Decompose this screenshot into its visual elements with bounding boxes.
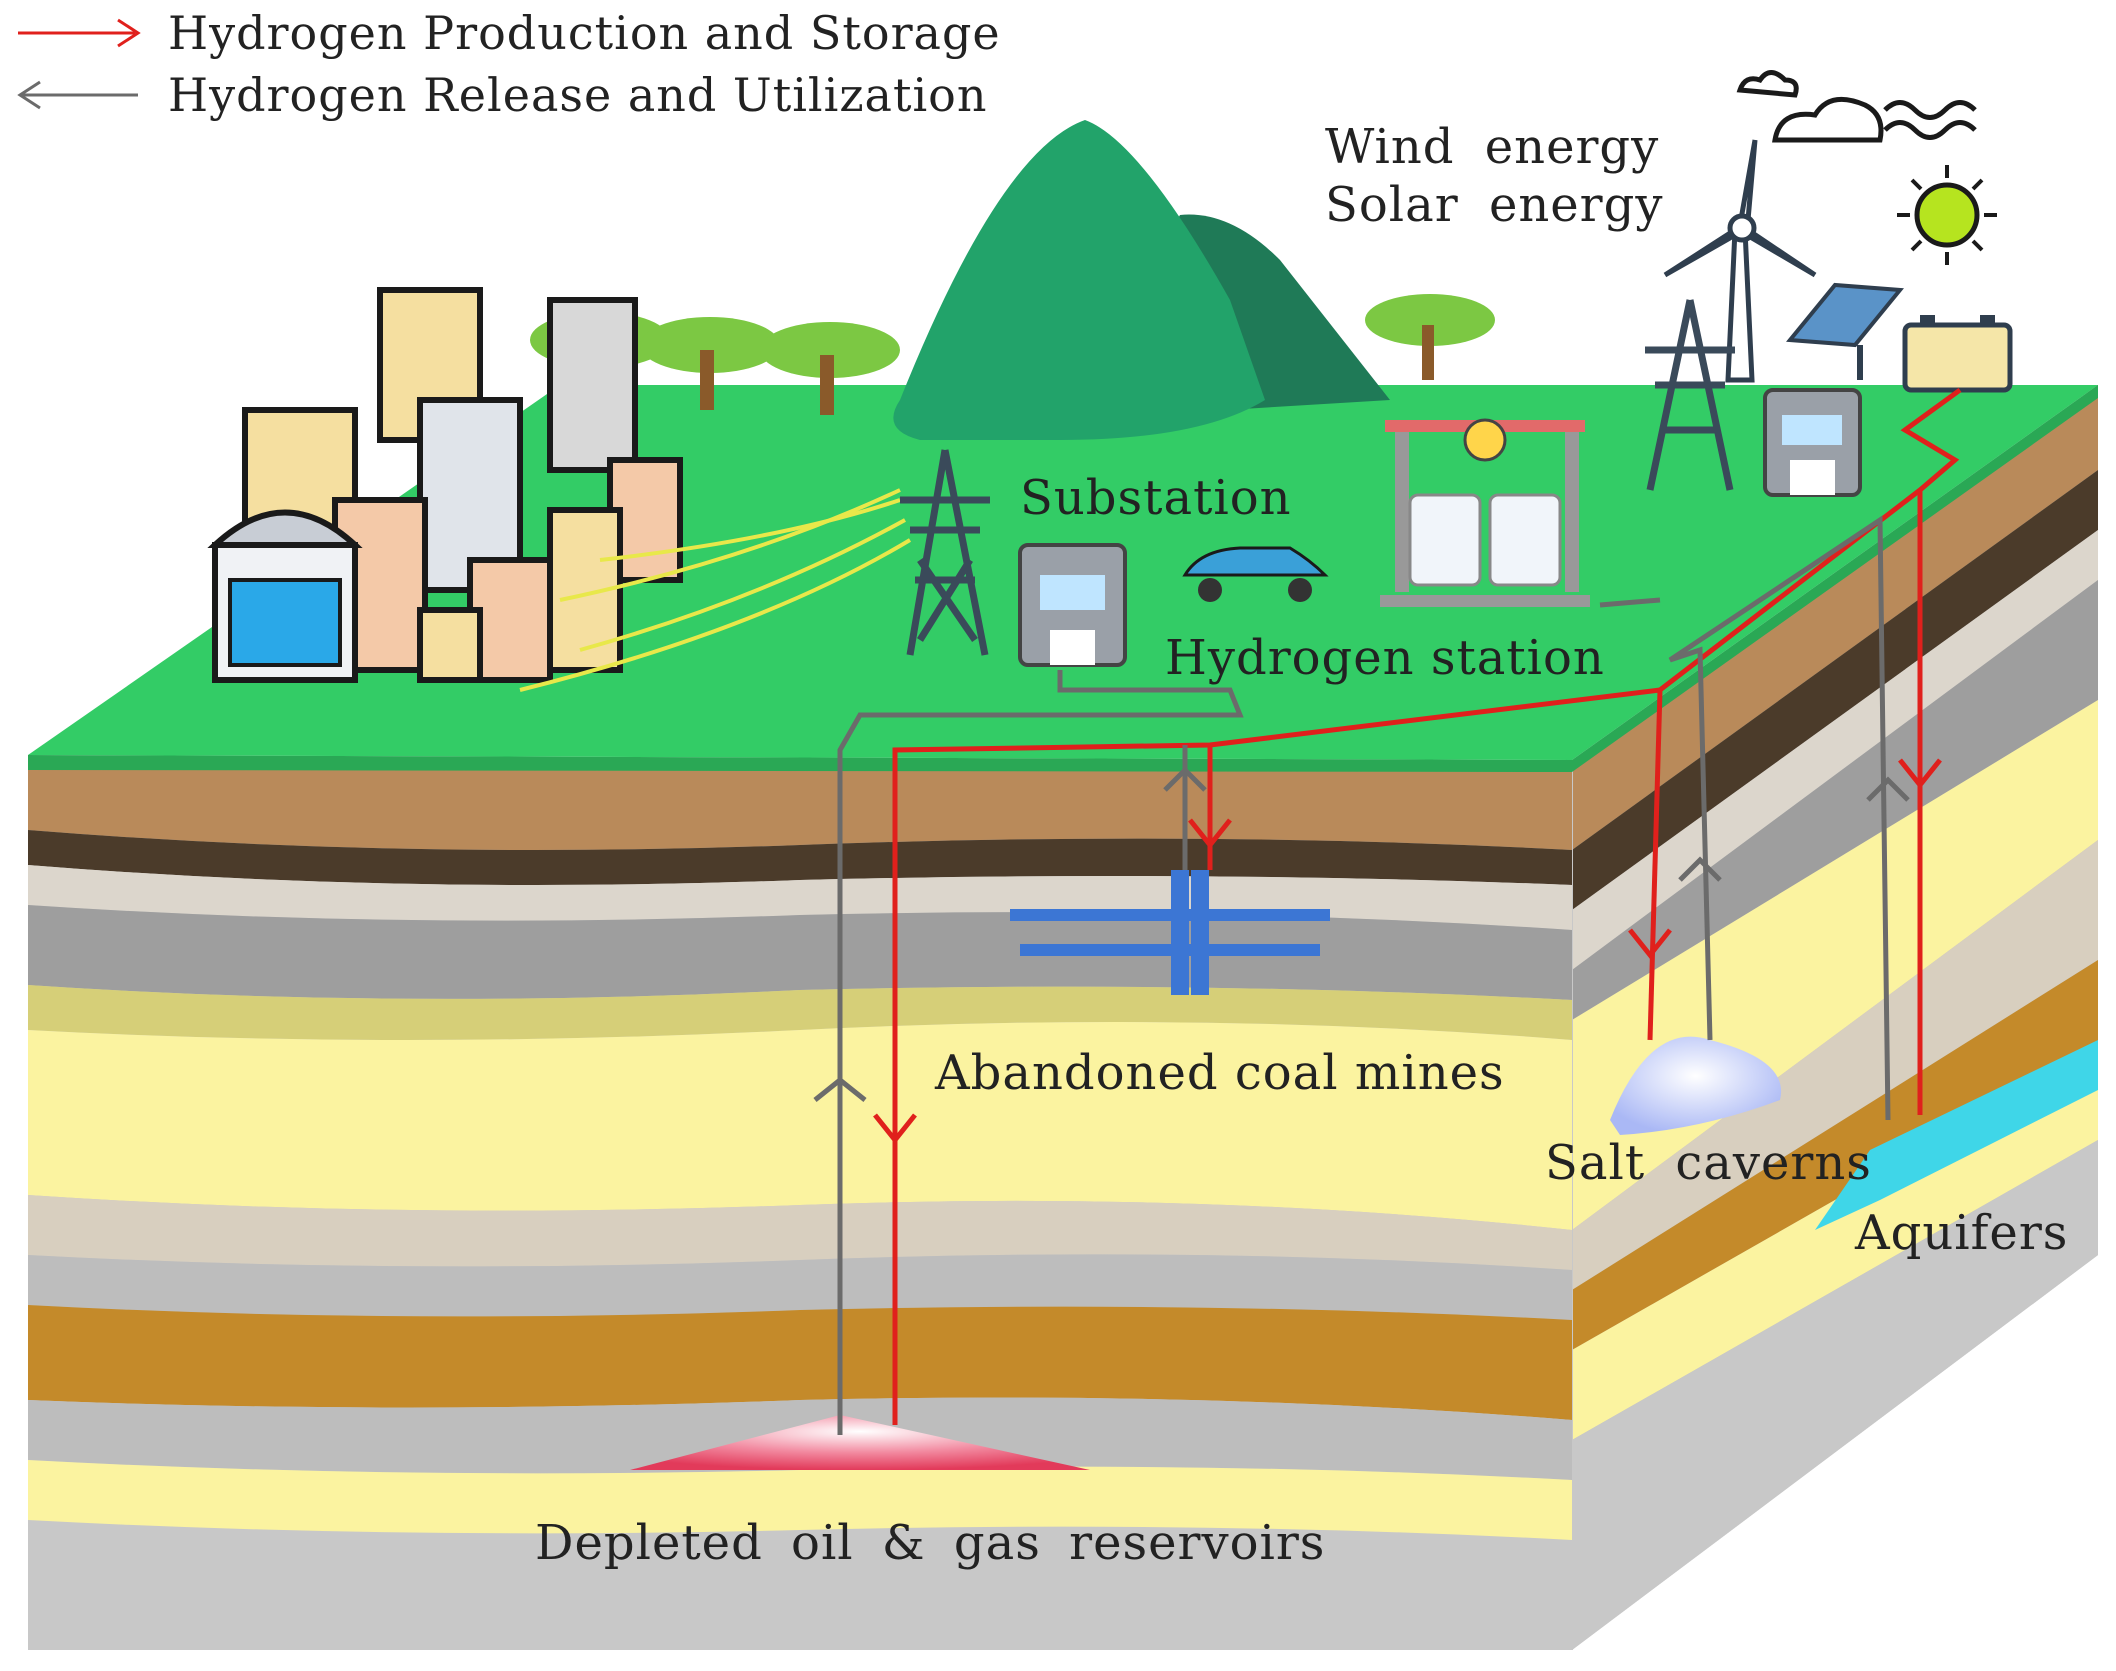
legend-production-label: Hydrogen Production and Storage xyxy=(168,6,1001,60)
pylon-icon xyxy=(1645,299,1735,491)
depleted-reservoirs-label: Depleted oil & gas reservoirs xyxy=(535,1515,1326,1571)
coal-mine-tunnels xyxy=(1010,870,1330,995)
coal-mines-label: Abandoned coal mines xyxy=(935,1045,1505,1101)
wind-waves-icon xyxy=(1883,100,1977,140)
substation-label: Substation xyxy=(1020,470,1292,526)
release-arrow-icon xyxy=(17,80,138,110)
salt-caverns-label: Salt caverns xyxy=(1545,1135,1872,1191)
production-pipelines xyxy=(873,387,1962,1425)
legend xyxy=(17,18,141,110)
legend-release-label: Hydrogen Release and Utilization xyxy=(168,68,988,122)
release-pipelines xyxy=(813,515,1910,1435)
transmission-tower-icon xyxy=(900,449,990,656)
power-lines xyxy=(519,488,912,692)
cloud-icon xyxy=(1736,70,1884,143)
solar-energy-label: Solar energy xyxy=(1325,177,1664,233)
wind-turbine-icon xyxy=(1663,139,1817,383)
substation xyxy=(900,449,1127,667)
aquifers-label: Aquifers xyxy=(1855,1205,2069,1261)
battery-icon xyxy=(1902,315,2013,393)
substation-building-icon xyxy=(1018,543,1127,667)
car-icon xyxy=(1182,546,1329,602)
hydrogen-station xyxy=(1380,418,1590,607)
mountains xyxy=(893,120,1390,440)
city-buildings xyxy=(207,287,683,683)
salt-cavern-shape xyxy=(1610,1036,1782,1135)
aquifer-shape xyxy=(1815,1040,2098,1230)
wind-energy-label: Wind energy xyxy=(1325,119,1660,175)
depleted-reservoir-trap xyxy=(630,1415,1090,1470)
hydrogen-station-label: Hydrogen station xyxy=(1165,630,1605,686)
control-building-icon xyxy=(1763,388,1862,497)
solar-panel-icon xyxy=(1786,282,1904,380)
production-arrow-icon xyxy=(18,18,141,48)
sun-icon xyxy=(1897,165,1997,265)
strata-front-face xyxy=(28,760,1573,1650)
